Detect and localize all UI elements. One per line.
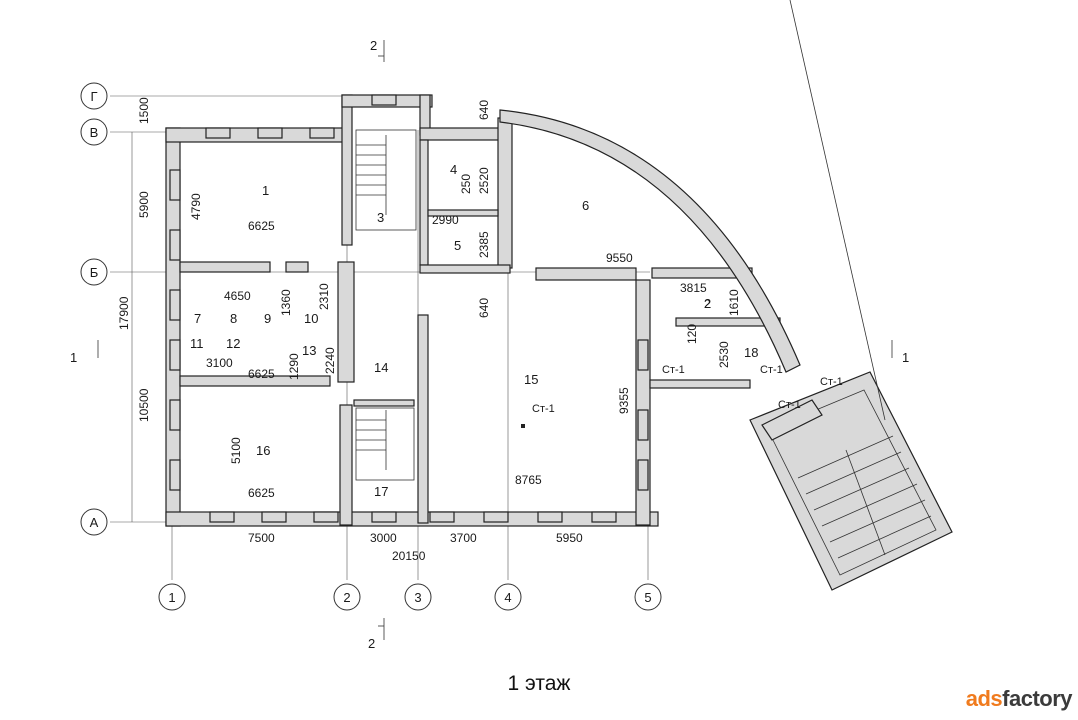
dim-120: 120	[685, 324, 699, 344]
st1-label-corridor: Ст-1	[662, 364, 685, 376]
room-9: 9	[264, 311, 271, 326]
room-16: 16	[256, 443, 270, 458]
dim-250: 250	[459, 174, 473, 194]
room-13: 13	[302, 343, 316, 358]
dim-2530: 2530	[717, 341, 731, 368]
room-14: 14	[374, 360, 388, 375]
dim-5950: 5950	[556, 531, 583, 545]
column-marker	[521, 424, 525, 428]
dim-1500: 1500	[137, 97, 151, 124]
dim-3000: 3000	[370, 531, 397, 545]
stairs	[355, 0, 953, 591]
dim-2385: 2385	[477, 231, 491, 258]
room-17: 17	[374, 484, 388, 499]
dim-5900: 5900	[137, 191, 151, 218]
room-3: 3	[377, 210, 384, 225]
axis-markers: Г В Б А 1 2 3 4 5	[80, 82, 662, 611]
dim-640-top: 640	[477, 100, 491, 120]
room-6: 6	[582, 198, 589, 213]
room-18: 18	[744, 345, 758, 360]
walls	[165, 94, 801, 527]
dim-1290: 1290	[287, 353, 301, 380]
dim-2310: 2310	[317, 283, 331, 310]
room-5: 5	[454, 238, 461, 253]
axis-label-1: 1	[168, 590, 175, 605]
dim-10500: 10500	[137, 388, 151, 422]
dimension-labels: 6625 2990 9550 3815 2 4650 3100 6625 662…	[117, 97, 741, 563]
section-mark-1-right: 1	[902, 350, 909, 365]
axis-label-b: Б	[90, 265, 99, 280]
axis-label-a: А	[90, 515, 99, 530]
axis-label-4: 4	[504, 590, 511, 605]
dim-6625-mid: 6625	[248, 367, 275, 381]
dim-2: 2	[704, 297, 711, 311]
axis-label-v: В	[90, 125, 99, 140]
dim-6625-room16: 6625	[248, 486, 275, 500]
room-8: 8	[230, 311, 237, 326]
dim-4650: 4650	[224, 289, 251, 303]
dim-8765: 8765	[515, 473, 542, 487]
room-15: 15	[524, 372, 538, 387]
dim-2520: 2520	[477, 167, 491, 194]
axis-label-2: 2	[343, 590, 350, 605]
axis-label-3: 3	[414, 590, 421, 605]
st1-label-hall: Ст-1	[532, 403, 555, 415]
room-4: 4	[450, 162, 457, 177]
dim-4790: 4790	[189, 193, 203, 220]
dim-20150: 20150	[392, 549, 426, 563]
room-10: 10	[304, 311, 318, 326]
dim-17900: 17900	[117, 296, 131, 330]
dim-1610: 1610	[727, 289, 741, 316]
dim-9550: 9550	[606, 251, 633, 265]
dim-7500: 7500	[248, 531, 275, 545]
room-2: 2	[704, 296, 711, 311]
dim-2240: 2240	[323, 347, 337, 374]
section-mark-2-bottom: 2	[368, 636, 375, 651]
room-12: 12	[226, 336, 240, 351]
dim-9355: 9355	[617, 387, 631, 414]
floor-title: 1 этаж	[507, 672, 571, 695]
dim-6625-room1: 6625	[248, 219, 275, 233]
wall-type-labels: Ст-1 Ст-1 Ст-1 Ст-1 Ст-1	[532, 364, 843, 415]
section-marks: 2 2 1 1	[70, 38, 909, 651]
watermark-logo: adsfactory	[965, 686, 1073, 712]
dim-3700: 3700	[450, 531, 477, 545]
section-mark-2-top: 2	[370, 38, 377, 53]
st1-label-ext-1: Ст-1	[820, 376, 843, 388]
dim-3100: 3100	[206, 356, 233, 370]
room-7: 7	[194, 311, 201, 326]
st1-label-room18: Ст-1	[760, 364, 783, 376]
dim-5100: 5100	[229, 437, 243, 464]
axis-label-g: Г	[90, 89, 97, 104]
dim-2990: 2990	[432, 213, 459, 227]
watermark-part1: ads	[965, 686, 1003, 711]
dim-640-mid: 640	[477, 298, 491, 318]
st1-label-ext-2: Ст-1	[778, 399, 801, 411]
axis-label-5: 5	[644, 590, 651, 605]
room-numbers: 1 2 3 4 5 6 7 8 9 10 11 12 13 14 15 16 1…	[190, 162, 758, 499]
watermark-part2: factory	[1002, 686, 1072, 711]
room-1: 1	[262, 183, 269, 198]
section-mark-1-left: 1	[70, 350, 77, 365]
room-11: 11	[190, 336, 204, 351]
dim-3815: 3815	[680, 281, 707, 295]
dim-1360: 1360	[279, 289, 293, 316]
